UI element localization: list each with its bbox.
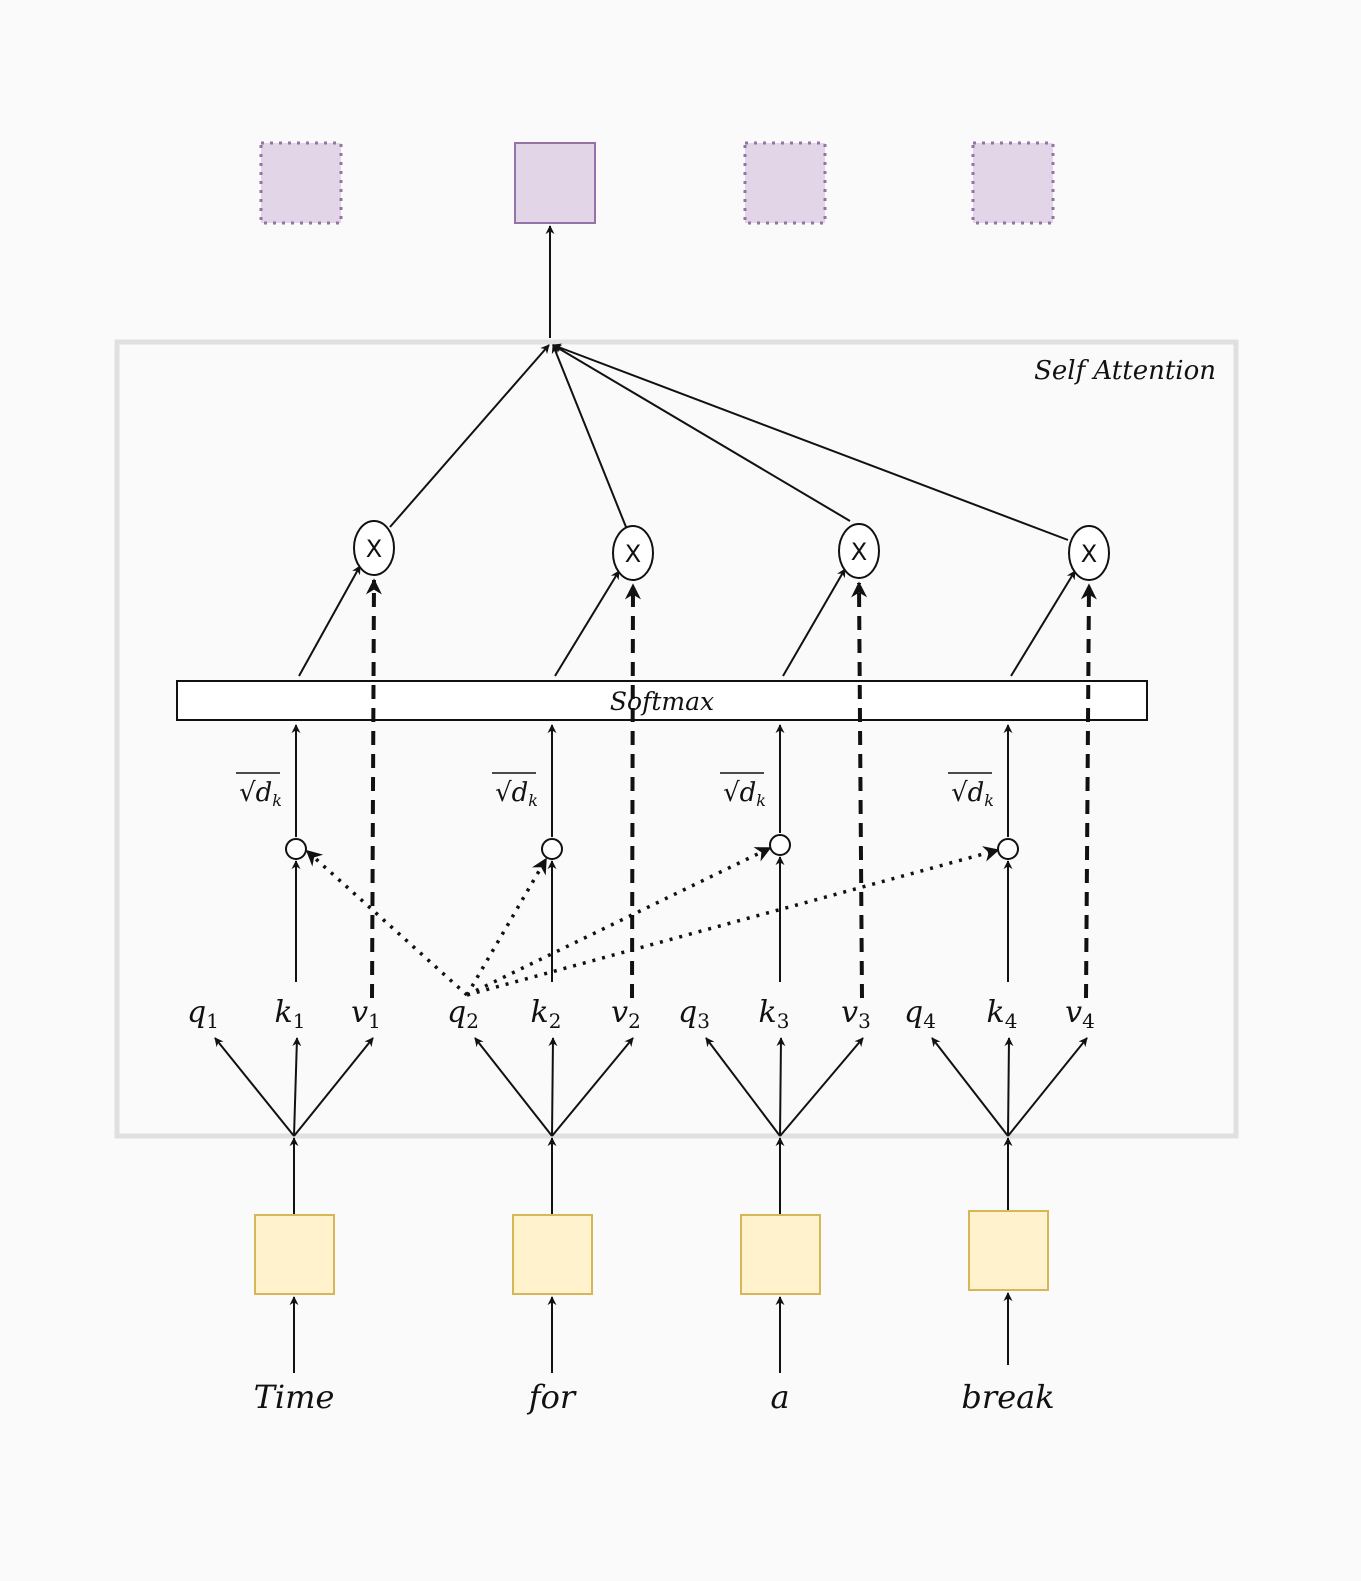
query-projection-arrow-4 — [931, 1037, 1009, 1137]
key-projection-arrow-4 — [1004, 1037, 1014, 1137]
multiply-node-1 — [353, 520, 395, 576]
value-projection-arrow-1 — [293, 1037, 374, 1137]
key-projection-arrow-1 — [292, 1037, 302, 1137]
softmax-to-multiply-arrow-3 — [782, 568, 846, 677]
weighted-value-to-sum-arrow-1 — [389, 344, 550, 528]
value-projection-arrow-4 — [1007, 1037, 1088, 1137]
self-attention-title: Self Attention — [1034, 356, 1216, 386]
input-embedding-box-3 — [740, 1214, 821, 1295]
query-dot-product-arrow-2 — [465, 857, 548, 996]
query-projection-arrow-2 — [474, 1037, 553, 1137]
scale-subscript-4: k — [984, 791, 994, 810]
multiply-node-4 — [1068, 525, 1110, 581]
input-embedding-box-2 — [512, 1214, 593, 1295]
key-projection-arrow-3 — [776, 1037, 786, 1137]
softmax-to-multiply-arrow-1 — [298, 565, 361, 677]
value-projection-arrow-2 — [551, 1037, 634, 1137]
q-subscript-3: 3 — [697, 1009, 710, 1033]
multiply-symbol-2: X — [625, 540, 641, 568]
v-subscript-1: 1 — [368, 1009, 381, 1033]
softmax-layer — [176, 680, 1148, 721]
self-attention-frame — [114, 339, 1239, 1139]
multiply-symbol-4: X — [1081, 540, 1097, 568]
dot-product-node-2 — [541, 838, 563, 860]
k-label-1: k1 — [275, 995, 306, 1033]
output-box-2 — [514, 142, 596, 224]
multiply-symbol-3: X — [851, 538, 867, 566]
connection-lines — [214, 225, 1097, 1373]
query-dot-product-arrow-3 — [466, 846, 772, 997]
input-word-3: a — [770, 1378, 789, 1416]
input-embedding-box-1 — [254, 1214, 335, 1295]
input-embedding-box-4 — [968, 1210, 1049, 1291]
v-label-2: v2 — [611, 995, 641, 1033]
input-word-4: break — [961, 1378, 1054, 1416]
query-dot-product-arrow-4 — [466, 846, 1000, 997]
v-subscript-2: 2 — [628, 1009, 641, 1033]
dot-product-node-4 — [997, 838, 1019, 860]
v-subscript-4: 4 — [1082, 1009, 1095, 1033]
query-projection-arrow-3 — [705, 1037, 781, 1137]
v-subscript-3: 3 — [858, 1009, 871, 1033]
q-subscript-2: 2 — [466, 1009, 479, 1033]
value-to-multiply-arrow-1 — [365, 578, 382, 999]
k-label-4: k4 — [987, 995, 1018, 1033]
k-subscript-4: 4 — [1005, 1009, 1018, 1033]
k-subscript-3: 3 — [777, 1009, 790, 1033]
weighted-value-to-sum-arrow-2 — [551, 344, 627, 528]
q-subscript-1: 1 — [206, 1009, 219, 1033]
query-projection-arrow-1 — [214, 1037, 295, 1137]
k-subscript-2: 2 — [549, 1009, 562, 1033]
multiply-symbol-1: X — [366, 535, 382, 563]
scale-subscript-3: k — [756, 791, 766, 810]
output-box-3 — [743, 141, 827, 225]
multiply-node-3 — [838, 523, 880, 579]
softmax-to-multiply-arrow-4 — [1010, 570, 1076, 677]
weighted-value-to-sum-arrow-3 — [552, 344, 851, 522]
softmax-label: Softmax — [610, 687, 714, 716]
input-word-1: Time — [254, 1378, 335, 1416]
scale-subscript-2: k — [528, 791, 538, 810]
input-word-2: for — [527, 1378, 577, 1416]
q-subscript-4: 4 — [923, 1009, 936, 1033]
k-label-3: k3 — [759, 995, 790, 1033]
value-to-multiply-arrow-3 — [851, 581, 868, 999]
scale-label-1: √dk — [239, 778, 282, 810]
key-projection-arrow-2 — [548, 1037, 558, 1137]
multiply-node-2 — [612, 525, 654, 581]
dot-product-node-3 — [769, 834, 791, 856]
value-projection-arrow-3 — [779, 1037, 864, 1137]
weighted-value-to-sum-arrow-4 — [552, 343, 1069, 541]
softmax-to-multiply-arrow-2 — [554, 570, 620, 677]
output-box-4 — [971, 141, 1055, 225]
scale-subscript-1: k — [272, 791, 282, 810]
scale-label-4: √dk — [951, 778, 994, 810]
dot-product-node-1 — [285, 838, 307, 860]
k-subscript-1: 1 — [293, 1009, 306, 1033]
output-box-1 — [259, 141, 343, 225]
